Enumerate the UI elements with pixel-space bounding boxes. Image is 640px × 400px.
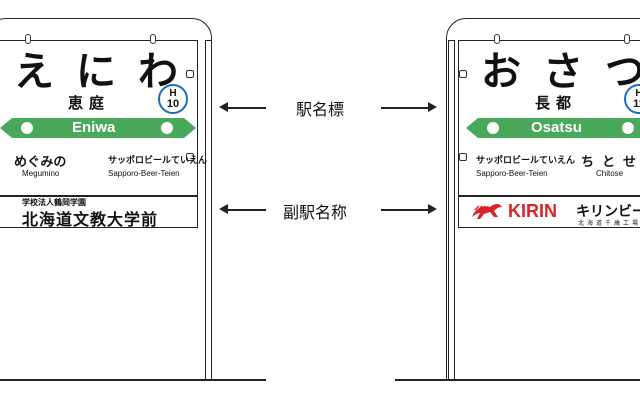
line-code: H bbox=[169, 88, 177, 99]
sub-name-small: 学校法人鶴岡学園 bbox=[22, 198, 86, 207]
station-name-kanji: 恵庭 bbox=[68, 94, 111, 112]
hook bbox=[494, 34, 500, 44]
next-station-kana: サッポロビールていえん bbox=[108, 156, 208, 166]
hook bbox=[624, 34, 630, 44]
left-sign-post-right bbox=[205, 40, 212, 380]
bolt bbox=[186, 70, 194, 78]
arrow-line bbox=[381, 107, 429, 109]
sub-name-large: 北海道文教大学前 bbox=[22, 210, 159, 229]
previous-station-romaji: Megumino bbox=[22, 169, 60, 178]
bolt bbox=[186, 153, 194, 161]
arrow-line bbox=[226, 209, 266, 211]
line-band-arrow-left bbox=[466, 118, 478, 138]
sub-name-brand-kana: キリンビール bbox=[576, 204, 640, 220]
station-name-kanji: 長都 bbox=[535, 94, 578, 112]
annotation-label: 駅名標 bbox=[296, 100, 345, 119]
next-station-kana: ちとせ bbox=[581, 155, 640, 170]
sub-name-small: 北海道千歳工場 bbox=[578, 220, 640, 227]
arrow-line bbox=[226, 107, 266, 109]
station-name-hiragana: おさつ bbox=[481, 49, 640, 95]
next-station-romaji: Chitose bbox=[596, 169, 624, 178]
left-sub-name-panel bbox=[0, 196, 198, 228]
bolt bbox=[459, 70, 467, 78]
line-band-dot bbox=[161, 122, 173, 134]
arrow-left-head bbox=[219, 102, 228, 112]
right-ground-line bbox=[395, 379, 640, 381]
station-number: 10 bbox=[166, 98, 180, 110]
sub-name-brand: KIRIN bbox=[508, 201, 557, 221]
station-name-romaji: Eniwa bbox=[72, 119, 116, 136]
line-band bbox=[478, 118, 640, 138]
annotation-label: 副駅名称 bbox=[283, 203, 348, 222]
line-band-dot bbox=[21, 122, 33, 134]
previous-station-kana: サッポロビールていえん bbox=[476, 156, 576, 166]
station-name-hiragana: えにわ bbox=[14, 49, 200, 95]
line-band bbox=[12, 118, 184, 138]
hook bbox=[25, 34, 31, 44]
previous-station-kana: めぐみの bbox=[14, 155, 67, 170]
station-number: 11 bbox=[633, 98, 640, 110]
left-ground-line bbox=[0, 379, 266, 381]
line-band-dot bbox=[622, 122, 634, 134]
hook bbox=[150, 34, 156, 44]
line-code: H bbox=[635, 88, 640, 99]
arrow-right-head bbox=[428, 102, 437, 112]
arrow-right-head bbox=[428, 204, 437, 214]
right-sign-post-left bbox=[448, 40, 455, 380]
previous-station-romaji: Sapporo-Beer-Teien bbox=[476, 169, 548, 178]
next-station-romaji: Sapporo-Beer-Teien bbox=[108, 169, 180, 178]
arrow-line bbox=[381, 209, 429, 211]
line-band-arrow-left bbox=[0, 118, 12, 138]
kirin-logo-icon bbox=[472, 204, 502, 219]
station-number-badge: H 10 bbox=[158, 84, 188, 114]
line-band-dot bbox=[487, 122, 499, 134]
station-number-badge: H 11 bbox=[624, 84, 640, 114]
arrow-left-head bbox=[219, 204, 228, 214]
bolt bbox=[459, 153, 467, 161]
line-band-arrow-right bbox=[184, 118, 196, 138]
station-name-romaji: Osatsu bbox=[531, 119, 582, 136]
